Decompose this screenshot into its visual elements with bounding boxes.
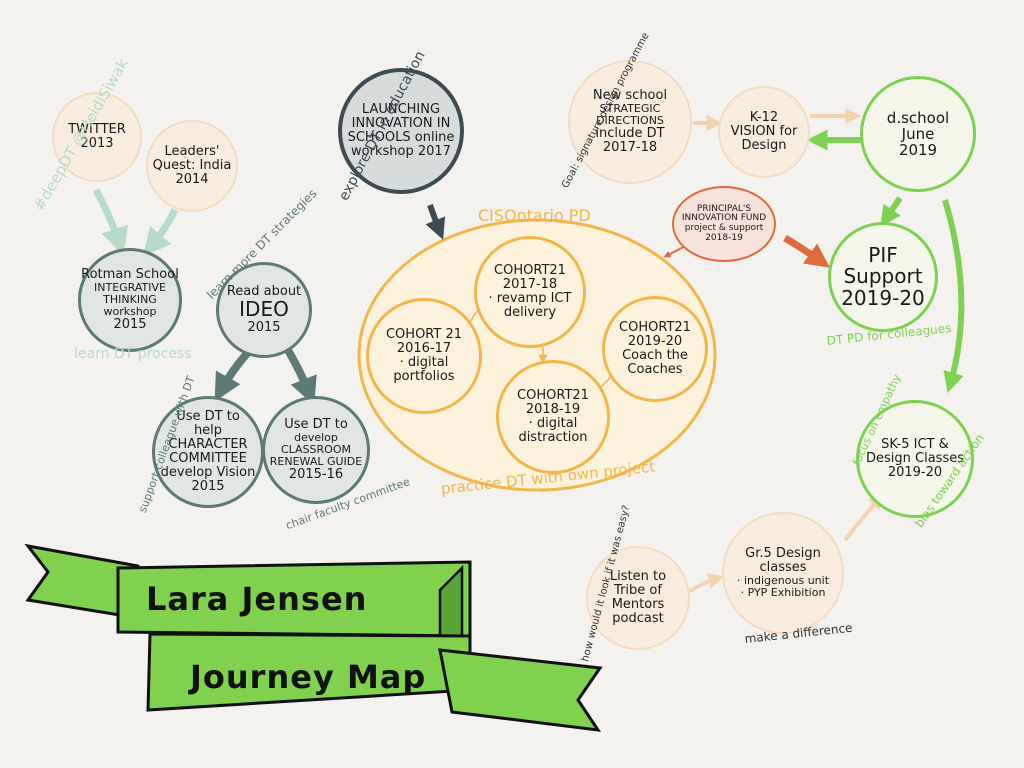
title-line-1: Lara Jensen — [146, 580, 368, 618]
node-classroom: Use DT to develop CLASSROOM RENEWAL GUID… — [262, 396, 370, 504]
node-cohort-2017-18: COHORT21 2017-18 · revamp ICT delivery — [474, 236, 586, 348]
cisontario-ellipse — [357, 218, 717, 492]
arrow-ideo-classroom — [281, 342, 317, 406]
node-rotman: Rotman School INTEGRATIVE THINKING works… — [78, 248, 182, 352]
arrow-gr5-sk5 — [843, 493, 885, 542]
node-principals-fund: PRINCIPAL'S INNOVATION FUND project & su… — [672, 186, 776, 262]
node-k12-vision: K-12 VISION for Design — [718, 86, 810, 178]
node-launching-innovation: LAUNCHING INNOVATION IN SCHOOLS online w… — [338, 68, 464, 194]
node-ideo: Read about IDEO 2015 — [216, 262, 312, 358]
arrow-dschool-pif — [880, 196, 903, 227]
node-sk5-classes: SK-5 ICT & Design Classes 2019-20 — [856, 400, 974, 518]
label-learn-process: learn DT process — [74, 346, 192, 362]
node-character: Use DT to help CHARACTER COMMITTEE devel… — [152, 396, 264, 508]
title-line-2: Journey Map — [190, 658, 427, 696]
arrow-dschool-sk5 — [942, 199, 965, 394]
node-leaders-quest: Leaders' Quest: India 2014 — [146, 120, 238, 212]
node-twitter: TWITTER 2013 — [52, 92, 142, 182]
title-banner-1 — [24, 543, 472, 653]
node-pif-support: PIF Support 2019-20 — [828, 222, 938, 332]
arrow-listen-gr5 — [686, 573, 725, 594]
arrow-leaders-rotman — [142, 208, 179, 257]
node-dschool: d.school June 2019 — [860, 76, 976, 192]
arrow-launching-cis — [425, 204, 446, 240]
arrow-twitter-rotman — [92, 188, 128, 256]
title-banner-2 — [146, 632, 603, 732]
node-cohort-2018-19: COHORT21 2018-19 · digital distraction — [496, 360, 610, 474]
node-gr5-design: Gr.5 Design classes · indigenous unit · … — [722, 512, 844, 634]
node-cohort-2019-20: COHORT21 2019-20 Coach the Coaches — [602, 296, 708, 402]
node-listen-tribe: Listen to Tribe of Mentors podcast — [586, 546, 690, 650]
arrow-fund-pif — [783, 234, 831, 268]
node-new-school: New school STRATEGIC DIRECTIONS include … — [568, 60, 692, 184]
node-cohort-2016-17: COHORT 21 2016-17 · digital portfolios — [366, 298, 482, 414]
label-cisontario: CISOntario PD — [478, 206, 591, 225]
